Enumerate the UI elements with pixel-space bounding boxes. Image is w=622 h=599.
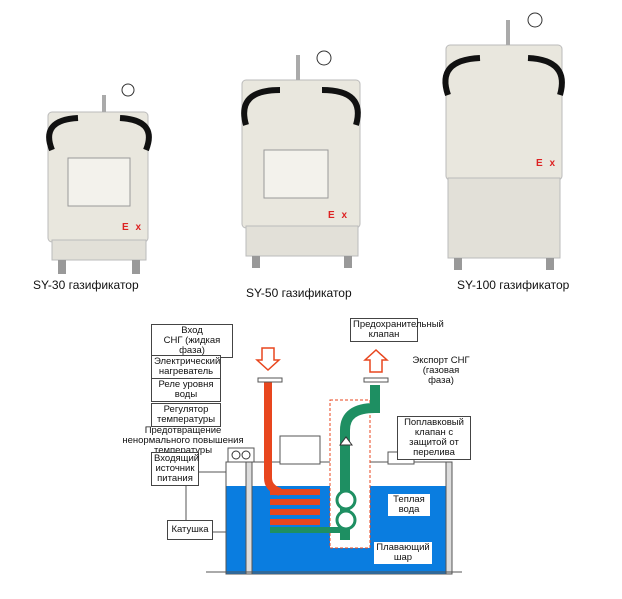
ex-mark: E x — [122, 222, 144, 233]
label-coil: Катушка — [167, 520, 213, 540]
label-overheat-protection: Предотвращение ненормального повышения т… — [122, 425, 244, 456]
caption-sy50: SY-50 газификатор — [246, 286, 352, 300]
vaporizer-sy100 — [442, 12, 565, 270]
caption-sy100: SY-100 газификатор — [457, 278, 570, 292]
ex-mark: E x — [328, 210, 350, 221]
vaporizer-sy30 — [46, 83, 152, 274]
label-safety-valve: Предохранительный клапан — [350, 318, 444, 342]
ex-mark: E x — [536, 158, 558, 169]
label-temp-regulator: Регулятор температуры — [151, 403, 221, 427]
label-inlet: Вход СНГ (жидкая фаза) — [151, 324, 233, 358]
label-export: Экспорт СНГ (газовая фаза) — [412, 355, 470, 386]
label-level-relay: Реле уровня воды — [151, 378, 221, 402]
vaporizer-sy50 — [241, 50, 361, 268]
label-heater: Электрический нагреватель — [151, 355, 221, 379]
label-power-input: Входящий источник питания — [151, 452, 199, 486]
caption-sy30: SY-30 газификатор — [33, 278, 139, 292]
label-float-valve: Поплавковый клапан с защитой от перелива — [397, 416, 471, 460]
label-float-ball: Плавающий шар — [374, 542, 432, 564]
label-warm-water: Теплая вода — [388, 494, 430, 516]
